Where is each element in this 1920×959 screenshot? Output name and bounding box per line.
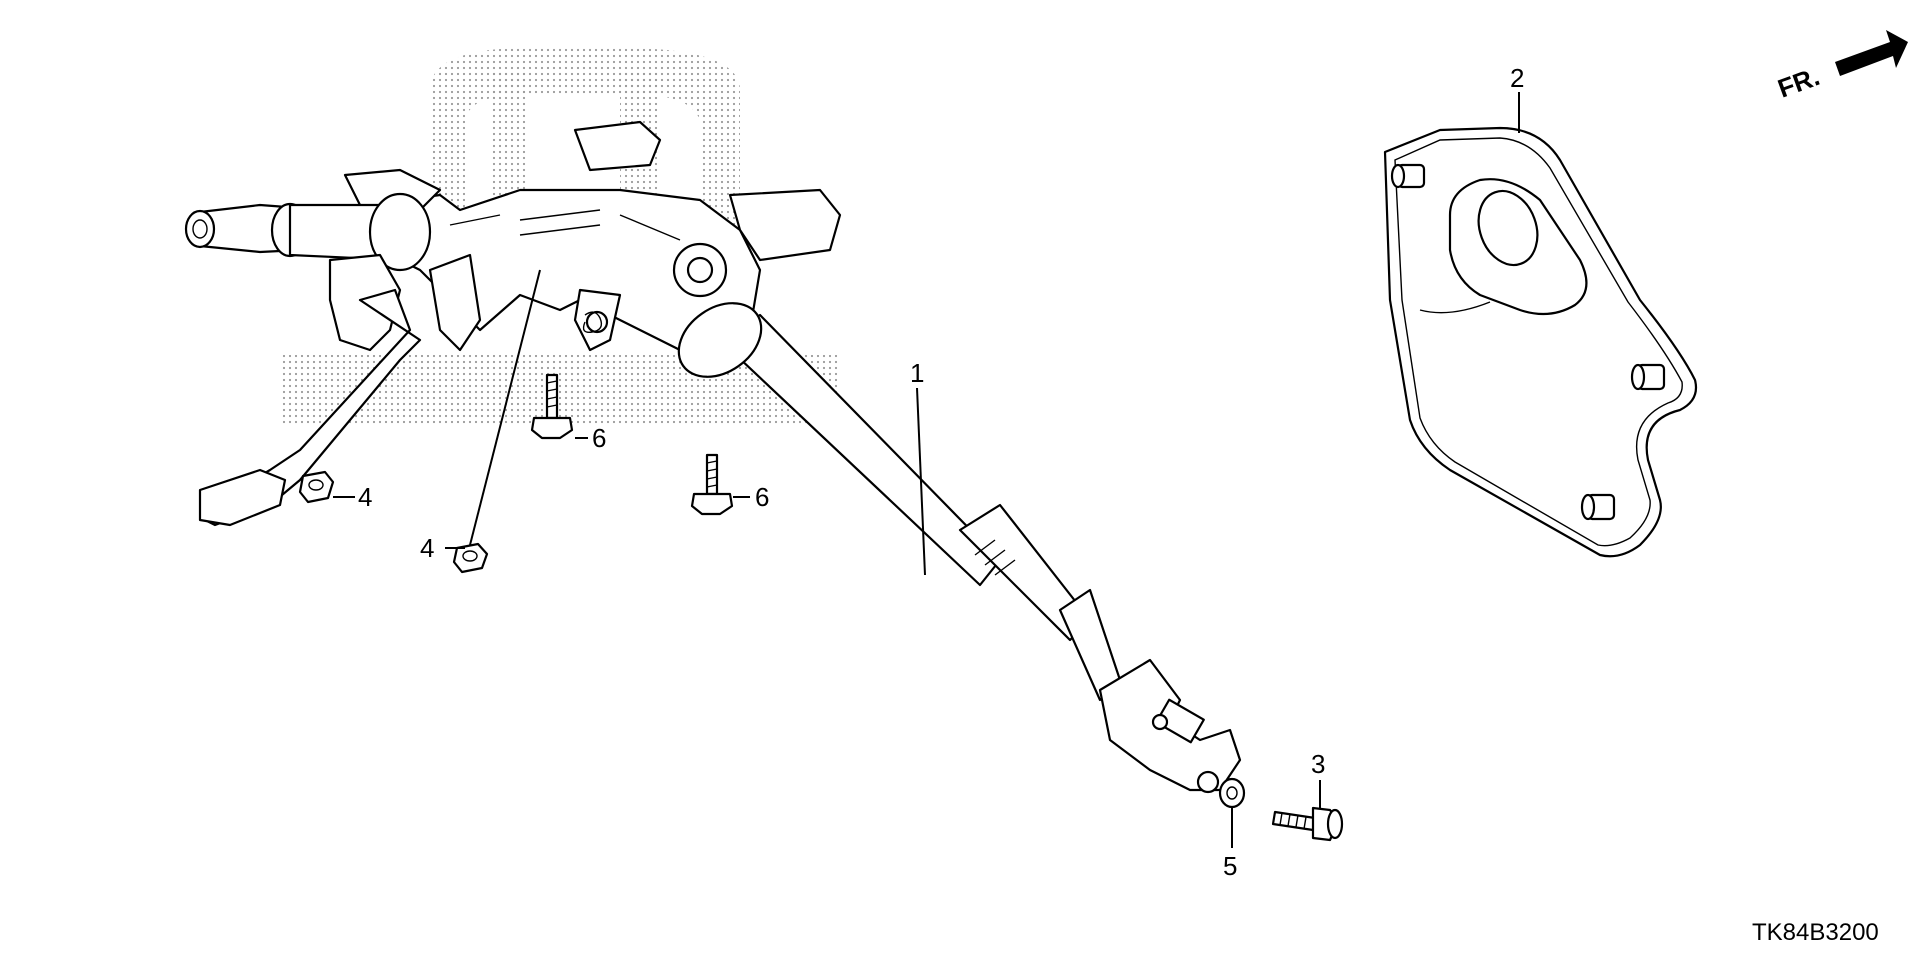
steering-column-assembly[interactable] bbox=[184, 120, 1242, 794]
callout-4b: 4 bbox=[420, 533, 434, 563]
callout-4a: 4 bbox=[358, 482, 372, 512]
callout-2: 2 bbox=[1510, 63, 1524, 93]
direction-label: FR. bbox=[1774, 61, 1824, 104]
universal-joint bbox=[1098, 658, 1242, 794]
joint-bolt[interactable] bbox=[1271, 806, 1344, 842]
callout-1: 1 bbox=[910, 358, 924, 388]
column-cover-plate[interactable] bbox=[1383, 126, 1698, 558]
diagram-code: TK84B3200 bbox=[1752, 919, 1879, 946]
plate-stud-top bbox=[1390, 163, 1426, 189]
leader-lines bbox=[333, 92, 1520, 848]
callout-6b: 6 bbox=[755, 482, 769, 512]
flange-bolt-a[interactable] bbox=[530, 373, 574, 440]
plate-stud-right bbox=[1630, 363, 1666, 391]
callout-3: 3 bbox=[1311, 749, 1325, 779]
callout-6a: 6 bbox=[592, 423, 606, 453]
flange-nut-a[interactable] bbox=[298, 470, 335, 504]
front-direction-indicator: FR. bbox=[1774, 30, 1908, 104]
joint-washer[interactable] bbox=[1218, 777, 1246, 809]
flange-bolt-b[interactable] bbox=[690, 453, 734, 516]
callout-5: 5 bbox=[1223, 851, 1237, 881]
tilt-lever[interactable] bbox=[198, 288, 422, 527]
plate-stud-bottom bbox=[1580, 493, 1616, 521]
column-spring bbox=[582, 311, 603, 333]
flange-nut-b[interactable] bbox=[452, 542, 489, 574]
direction-arrow-icon bbox=[1835, 30, 1908, 76]
